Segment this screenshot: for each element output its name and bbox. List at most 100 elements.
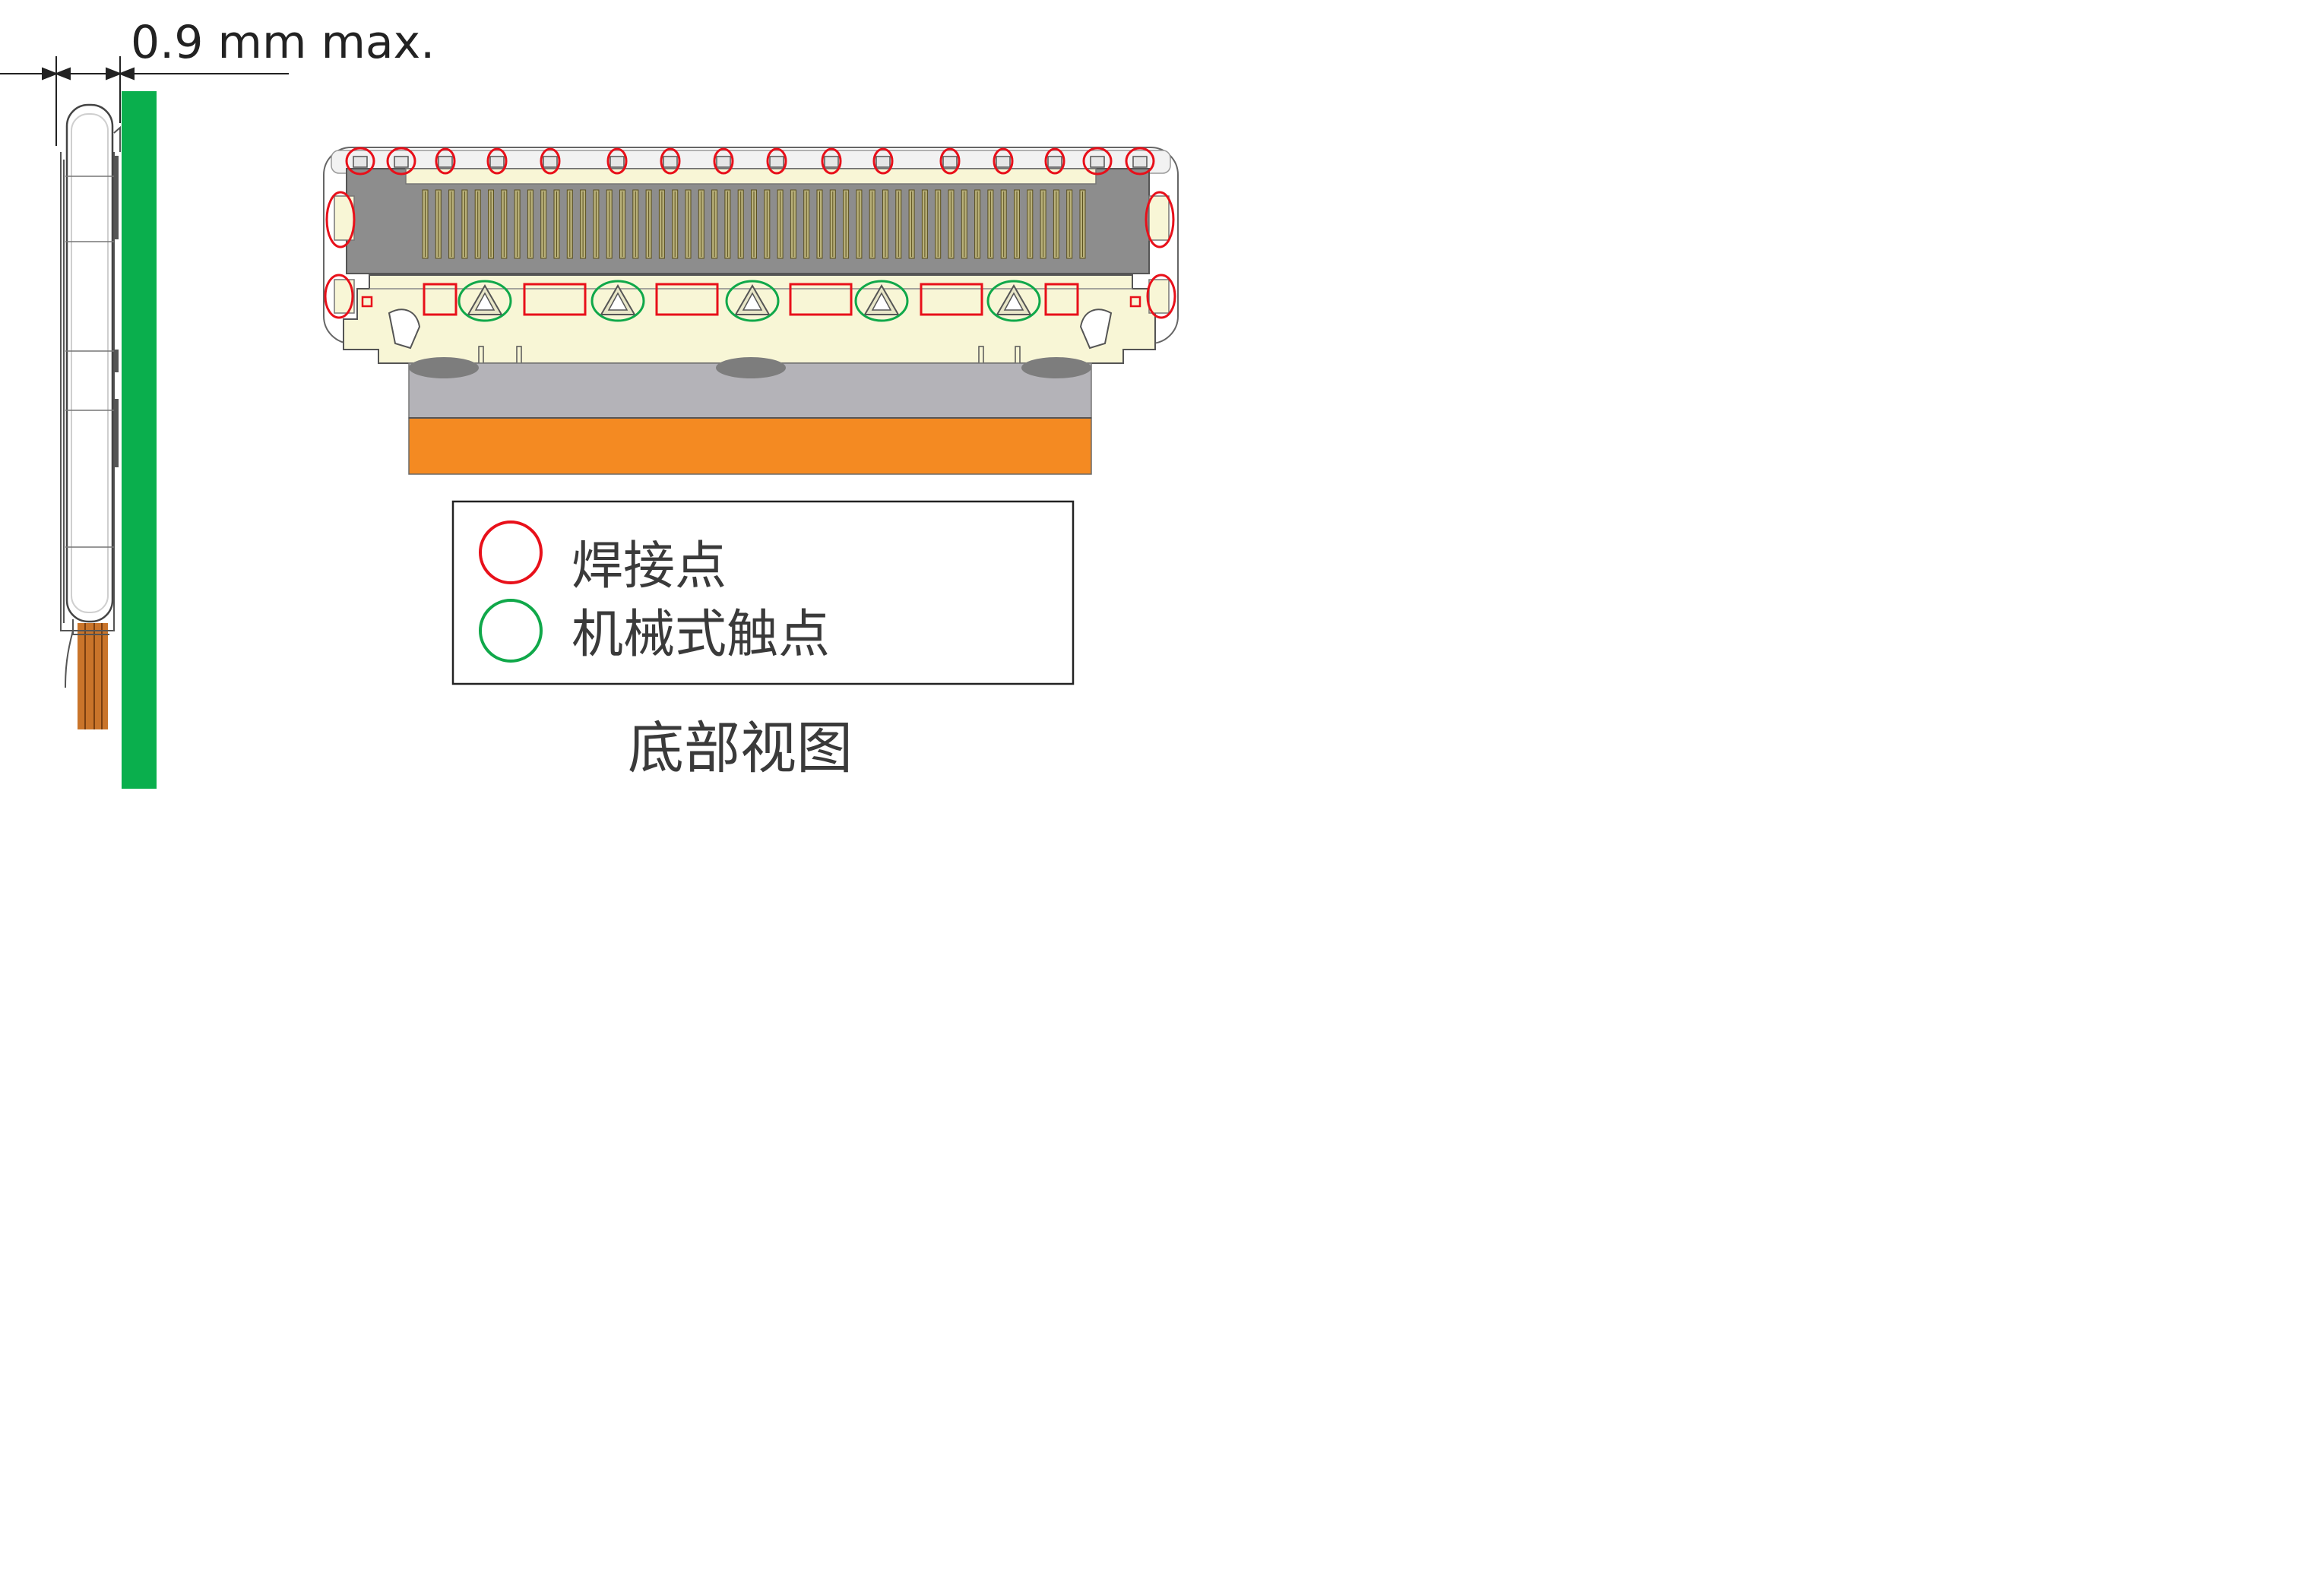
contact-pin [448,189,455,259]
contact-pin [816,189,823,259]
contact-pin [514,189,521,259]
contact-pin [987,189,994,259]
solder-tab [875,156,891,168]
side-metal-shell [60,125,121,635]
dimension-callout [0,56,289,146]
contact-pin [948,189,955,259]
solder-tab [489,156,505,168]
connector-diagram: 0.9 mm max. [0,16,1179,789]
legend: 焊接点 机械式触点 [451,500,1075,685]
flex-cable [65,623,108,729]
solder-marker-top [386,147,416,176]
contact-pin [751,189,757,259]
contact-pin [606,189,613,259]
dimension-label: 0.9 mm max. [131,16,435,69]
mechanical-contact [734,284,771,315]
contact-pin [1066,189,1073,259]
solder-marker-top [939,147,961,175]
legend-box [451,500,1075,685]
contact-pin [921,189,928,259]
side-actuator-body [65,103,114,623]
contact-pin [1027,189,1034,259]
mechanical-contacts [467,284,1032,315]
legend-red-circle-icon [479,520,543,584]
contact-pin [974,189,981,259]
pcb-board [122,91,157,789]
mechanical-contact [996,284,1032,315]
solder-marker-top [540,147,561,175]
contact-pins [422,189,1086,259]
solder-marker-right-side [1145,191,1175,248]
legend-solder-label: 焊接点 [572,536,727,596]
contact-pin [685,189,692,259]
fpc-cable [408,417,1092,475]
mechanical-contact-markers [458,280,1041,322]
solder-marker-top [1082,147,1113,176]
contact-pin [711,189,718,259]
contact-pin [737,189,744,259]
solder-tab [1132,156,1148,168]
solder-marker-left-lower [324,274,354,319]
solder-tab [942,156,958,168]
legend-mechanical-label: 机械式触点 [572,605,830,665]
housing [343,274,1156,364]
hold-down-2 [716,357,786,378]
contact-pin [803,189,810,259]
solder-marker-top [993,147,1014,175]
contact-pin [869,189,875,259]
contact-pin [724,189,731,259]
view-caption: 底部视图 [628,716,853,781]
solder-tab [1090,156,1105,168]
contact-pin [672,189,679,259]
solder-tab [438,156,453,168]
hold-down-1 [409,357,479,378]
contact-pin [935,189,942,259]
solder-marker-top [1125,147,1155,176]
mechanical-contact [467,284,503,315]
solder-marker-top [766,147,787,175]
contact-pin [843,189,850,259]
solder-marker-top [345,147,375,176]
contact-pin [645,189,652,259]
contact-pin [474,189,481,259]
contact-pin [632,189,639,259]
solder-tab [1047,156,1062,168]
contact-pin [501,189,508,259]
solder-marker-top [486,147,508,175]
contact-pin [593,189,600,259]
solder-tab [769,156,784,168]
contact-pin [461,189,468,259]
contact-pin [658,189,665,259]
solder-marker-top [872,147,894,175]
contact-pin [698,189,704,259]
contact-pin [488,189,494,259]
solder-tab [543,156,558,168]
bottom-view [323,147,1179,475]
solder-marker-top [660,147,681,175]
contact-pin [829,189,836,259]
mechanical-contact [600,284,636,315]
solder-marker-top [435,147,456,175]
solder-tab [353,156,368,168]
solder-tab [394,156,409,168]
mechanical-contact [863,284,900,315]
contact-pin [777,189,784,259]
solder-marker-top [1044,147,1065,175]
top-solder-tabs [353,156,1148,168]
contact-pin [553,189,560,259]
contact-pin [1014,189,1020,259]
solder-point-markers [324,147,1176,319]
contact-pin [540,189,547,259]
contact-pin [908,189,915,259]
solder-tab [609,156,625,168]
contact-pin [422,189,429,259]
contact-pin [619,189,625,259]
solder-tab [824,156,839,168]
solder-marker-left-side [325,191,356,248]
contact-pin [435,189,442,259]
contact-pin [527,189,534,259]
solder-tab [716,156,731,168]
contact-pin [895,189,902,259]
contact-pin [1053,189,1059,259]
legend-green-circle-icon [479,599,543,663]
